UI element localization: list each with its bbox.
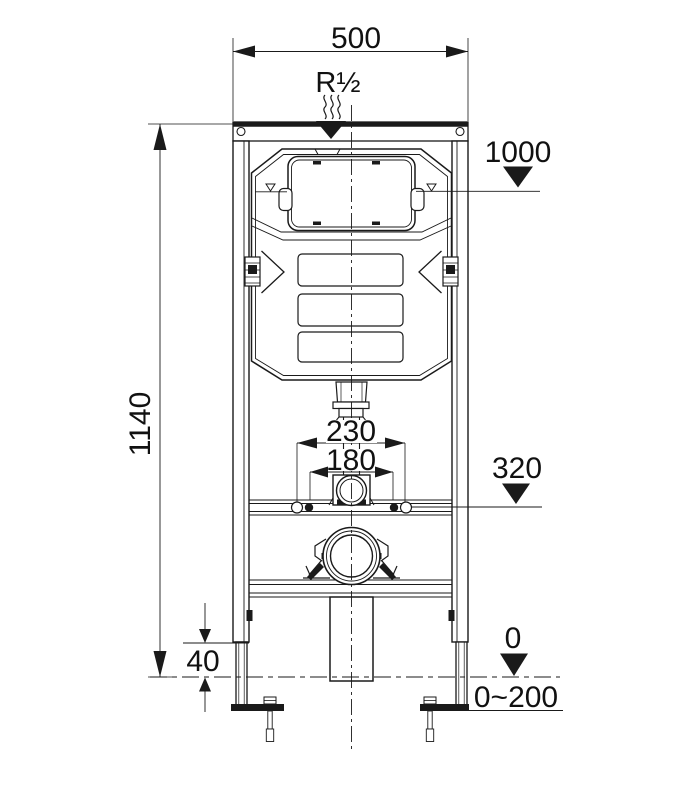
dimension-foot-40: 40	[183, 603, 249, 712]
dimension-spread-180: 180	[309, 444, 394, 500]
water-level-mark-right	[426, 183, 437, 192]
dimension-spread-230: 230	[296, 415, 406, 502]
elbow-clamp-right	[379, 563, 396, 580]
dim-label-1140: 1140	[124, 392, 157, 457]
water-inlet-connection: R½	[315, 67, 361, 139]
inlet-arrow	[316, 121, 346, 139]
foot-tube-right-lines	[458, 642, 465, 704]
floor-plate-right	[420, 704, 469, 711]
drain-elbow	[303, 526, 400, 586]
flush-valve-outlet	[332, 381, 370, 475]
frame-rail-left	[232, 140, 250, 643]
water-flow-squiggle	[337, 94, 341, 120]
fixing-rod-left	[304, 503, 314, 512]
wall-bracket-right	[442, 256, 459, 287]
dim-label-500: 500	[331, 22, 381, 55]
elbow-clamp-left	[307, 563, 324, 580]
level-label-0: 0	[505, 622, 522, 655]
level-label-320: 320	[492, 452, 542, 485]
foot-tube-left-lines	[238, 642, 245, 704]
level-marker-floor: 0 0~200	[474, 622, 558, 714]
floor-plate-left	[231, 704, 284, 711]
rail-clip-right	[448, 610, 455, 621]
anchor-bolt-right	[423, 696, 437, 742]
tank-clip-right	[410, 187, 425, 212]
level-marker-1000: 1000	[485, 136, 552, 188]
rail-clip-left	[246, 610, 253, 621]
anchor-bolt-left	[263, 696, 277, 742]
water-level-mark-left	[265, 183, 276, 192]
dimension-height-1140: 1140	[124, 123, 233, 678]
access-openings	[297, 253, 404, 363]
foot-tube-right	[455, 641, 468, 706]
level-triangle	[502, 483, 530, 504]
level-label-1000: 1000	[485, 136, 552, 169]
water-flow-squiggle	[323, 94, 327, 120]
dim-label-40: 40	[186, 645, 219, 678]
mounting-frame	[232, 121, 469, 643]
level-marker-320: 320	[492, 452, 542, 504]
wall-bracket-left	[244, 256, 261, 287]
tank-mark	[313, 221, 321, 225]
tank-mark	[372, 221, 380, 225]
top-bar-hole-right	[455, 126, 465, 137]
level-triangle	[503, 166, 533, 188]
dim-label-230: 230	[326, 415, 376, 448]
fixing-rod-right	[389, 503, 399, 512]
dim-label-180: 180	[326, 444, 376, 477]
top-bar-hole-left	[236, 126, 246, 137]
inlet-label-r-half: R½	[315, 67, 360, 99]
level-triangle	[500, 653, 528, 676]
dimension-width-500: 500	[232, 22, 469, 121]
tank-mark	[313, 161, 321, 165]
casing-chevrons	[261, 250, 442, 294]
water-flow-squiggle	[330, 94, 334, 120]
label-mask	[329, 449, 374, 471]
fixing-hole-outer-left	[290, 501, 304, 514]
label-mask	[326, 420, 377, 443]
casing-top-notch	[314, 148, 341, 155]
foot-tube-left	[235, 641, 248, 706]
adjustable-feet	[231, 641, 469, 742]
tank-clip-left	[278, 187, 293, 212]
tank-mark	[372, 161, 380, 165]
frame-rail-right	[451, 140, 469, 643]
range-label-0-200: 0~200	[474, 681, 558, 714]
fixing-hole-outer-right	[399, 501, 413, 514]
